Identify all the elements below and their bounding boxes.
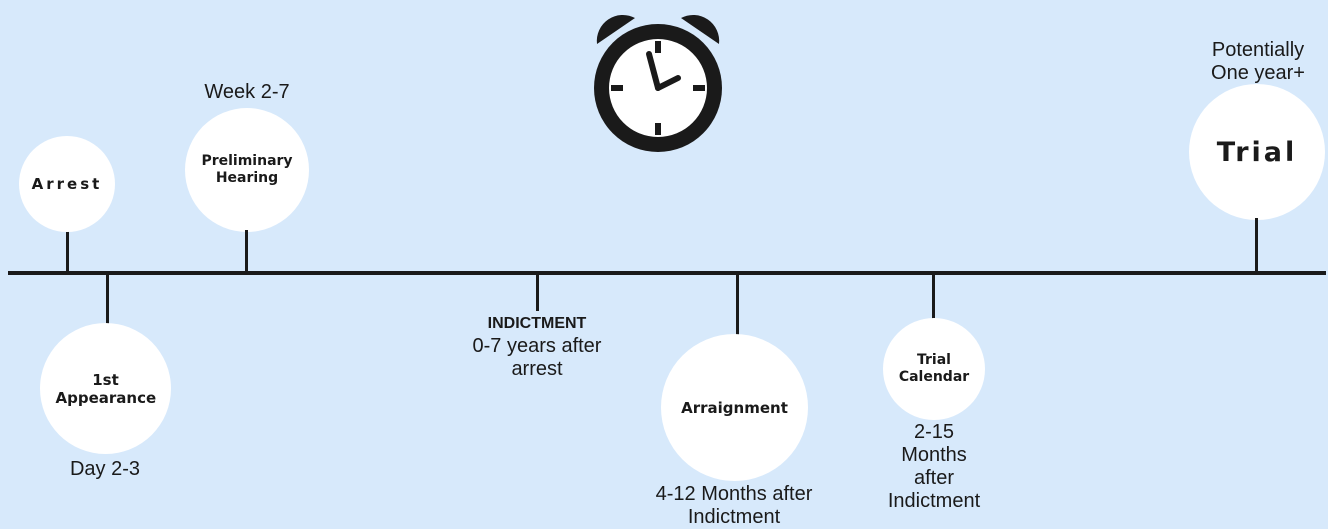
trial-calendar-title: Trial Calendar — [898, 352, 970, 385]
arraignment-timing: 4-12 Months after Indictment — [655, 483, 813, 528]
alarm-clock-icon — [594, 14, 722, 152]
first-appearance-timing: Day 2-3 — [69, 458, 141, 480]
preliminary-hearing-timing: Week 2-7 — [204, 81, 290, 103]
indictment-title: INDICTMENT — [487, 315, 587, 332]
trial-calendar-circle: Trial Calendar — [883, 318, 985, 420]
preliminary-hearing-title: Preliminary Hearing — [201, 153, 293, 186]
first-appearance-title: 1st Appearance — [55, 370, 157, 407]
arraignment-connector — [736, 275, 739, 335]
arrest-title: Arrest — [31, 175, 103, 193]
first-appearance-circle: 1st Appearance — [40, 323, 171, 454]
trial-circle: Trial — [1189, 84, 1325, 220]
trial-calendar-connector — [932, 275, 935, 321]
arrest-circle: Arrest — [19, 136, 115, 232]
trial-title: Trial — [1216, 136, 1298, 168]
trial-timing: Potentially One year+ — [1211, 39, 1305, 84]
indictment-timing: 0-7 years after arrest — [472, 335, 602, 380]
trial-connector — [1255, 218, 1258, 272]
indictment-connector — [536, 275, 539, 311]
preliminary-hearing-connector — [245, 230, 248, 272]
first-appearance-connector — [106, 275, 109, 325]
trial-calendar-timing: 2-15 Months after Indictment — [887, 421, 981, 512]
arraignment-title: Arraignment — [681, 398, 788, 417]
arraignment-circle: Arraignment — [661, 334, 808, 481]
timeline-axis — [8, 271, 1326, 275]
arrest-connector — [66, 230, 69, 272]
preliminary-hearing-circle: Preliminary Hearing — [185, 108, 309, 232]
